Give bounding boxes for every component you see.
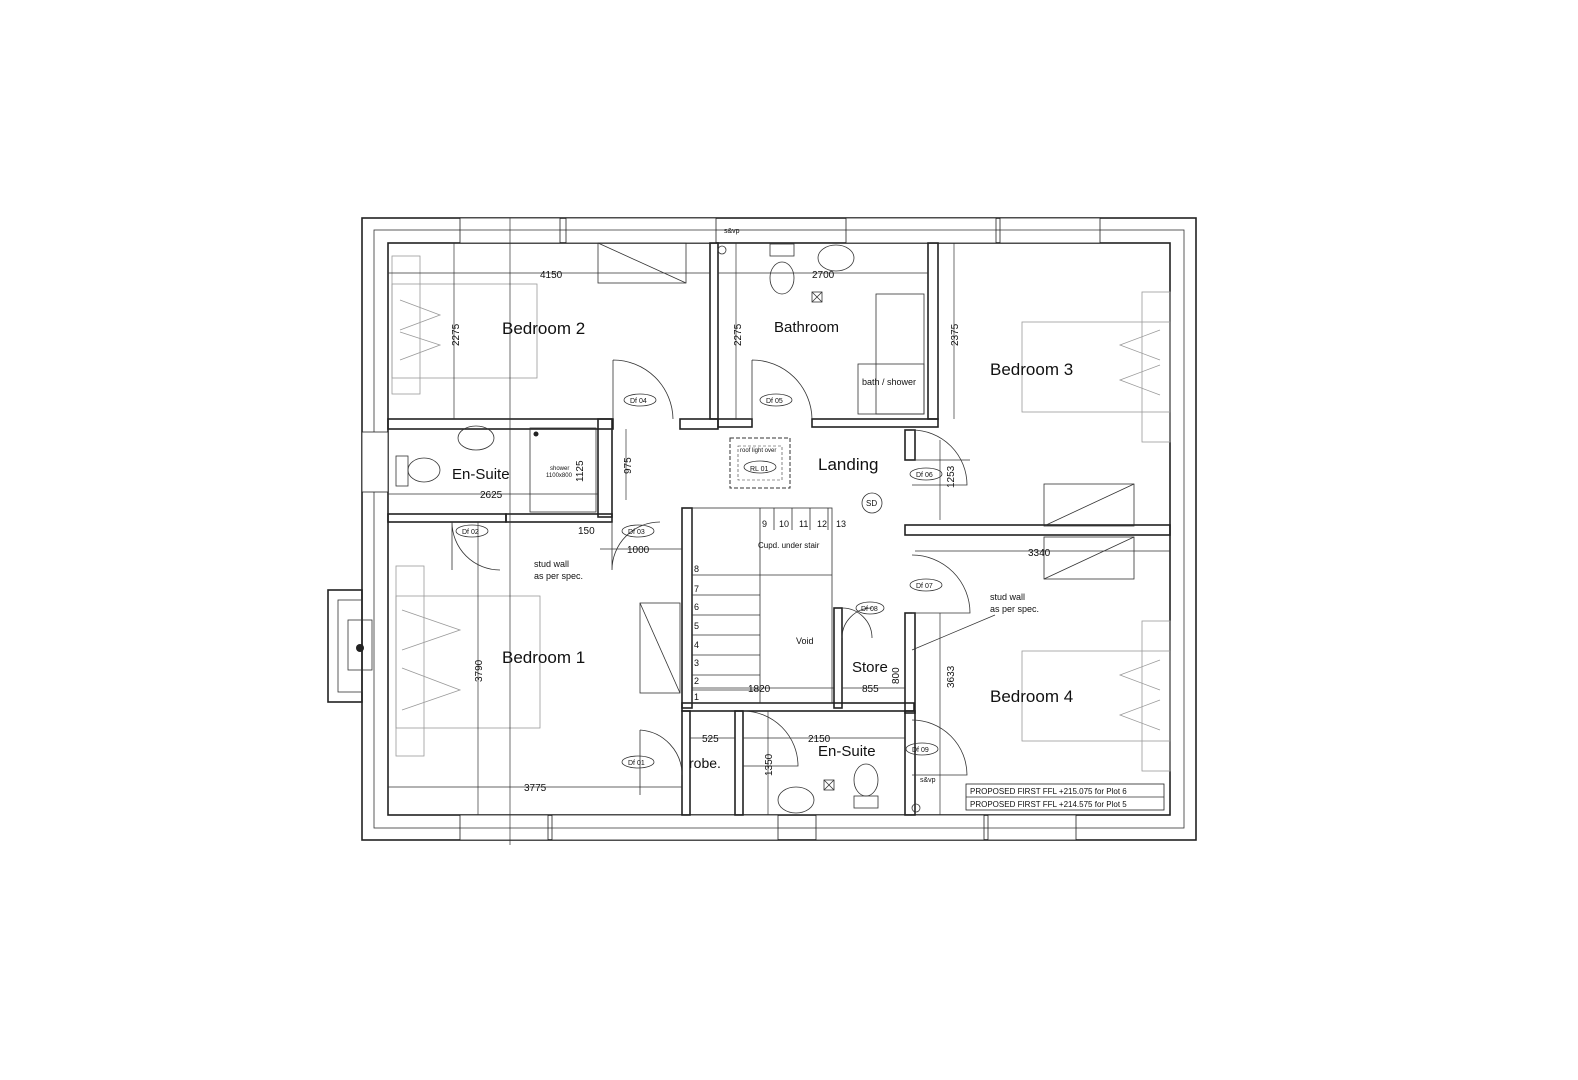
dim-2275-a: 2275 bbox=[451, 323, 462, 346]
door-tag-df07: Df 07 bbox=[916, 583, 933, 590]
ffl-note-plot-6: PROPOSED FIRST FFL +215.075 for Plot 6 bbox=[970, 787, 1127, 796]
stair-step-4: 4 bbox=[694, 640, 699, 650]
dim-2375: 2375 bbox=[950, 323, 961, 346]
dim-975: 975 bbox=[623, 457, 634, 474]
stud-wall-right-label: stud wall bbox=[990, 592, 1025, 602]
room-label-bedroom-4: Bedroom 4 bbox=[990, 687, 1073, 706]
bath-shower-label: bath / shower bbox=[862, 377, 916, 387]
door-swings bbox=[451, 359, 971, 795]
dim-800: 800 bbox=[891, 667, 902, 684]
stair-step-1: 1 bbox=[694, 692, 699, 702]
dim-1253: 1253 bbox=[946, 465, 957, 488]
stair-step-12: 12 bbox=[817, 519, 827, 529]
smoke-detector-label: SD bbox=[866, 499, 877, 508]
room-labels: Bedroom 2 Bathroom Bedroom 3 En-Suite La… bbox=[452, 319, 1073, 771]
stair-step-7: 7 bbox=[694, 584, 699, 594]
dimension-lines bbox=[388, 218, 1170, 845]
void-label: Void bbox=[796, 636, 814, 646]
door-tags: Df 04 Df 05 Df 06 Df 02 Df 03 Df 07 Df 0… bbox=[455, 393, 943, 769]
room-label-bedroom-3: Bedroom 3 bbox=[990, 360, 1073, 379]
room-label-bedroom-1: Bedroom 1 bbox=[502, 648, 585, 667]
door-tag-df08: Df 08 bbox=[861, 606, 878, 613]
rl01-label: RL 01 bbox=[750, 466, 769, 473]
dim-4150: 4150 bbox=[540, 270, 563, 281]
door-tag-df09: Df 09 bbox=[912, 747, 929, 754]
dim-525: 525 bbox=[702, 734, 719, 745]
dim-2700: 2700 bbox=[812, 270, 835, 281]
dim-2275-b: 2275 bbox=[733, 323, 744, 346]
roof-light-label: roof light over bbox=[740, 448, 776, 454]
stair-step-8: 8 bbox=[694, 564, 699, 574]
annotations: s&vp s&vp bath / shower shower 1100x800 … bbox=[534, 228, 1039, 784]
door-tag-df03: Df 03 bbox=[628, 529, 645, 536]
cupd-under-stair-label: Cupd. under stair bbox=[758, 541, 820, 550]
stair-step-9: 9 bbox=[762, 519, 767, 529]
door-tag-df05: Df 05 bbox=[766, 398, 783, 405]
dim-1000: 1000 bbox=[627, 545, 650, 556]
stair-step-2: 2 bbox=[694, 676, 699, 686]
stair-step-10: 10 bbox=[779, 519, 789, 529]
room-label-landing: Landing bbox=[818, 455, 879, 474]
furniture bbox=[391, 243, 1171, 814]
stair-step-5: 5 bbox=[694, 621, 699, 631]
dim-3775: 3775 bbox=[524, 783, 547, 794]
stair-step-6: 6 bbox=[694, 602, 699, 612]
svp-top-label: s&vp bbox=[724, 228, 740, 235]
stud-wall-left-spec: as per spec. bbox=[534, 571, 583, 581]
room-label-ensuite-1: En-Suite bbox=[452, 466, 510, 483]
room-label-robe: robe. bbox=[689, 755, 721, 771]
svp-bottom-label: s&vp bbox=[920, 777, 936, 784]
stair-step-13: 13 bbox=[836, 519, 846, 529]
dim-3790: 3790 bbox=[474, 659, 485, 682]
stud-wall-left-label: stud wall bbox=[534, 559, 569, 569]
dimension-labels: 4150 2700 2275 2275 2375 2625 1125 975 1… bbox=[451, 270, 1051, 794]
room-label-bedroom-2: Bedroom 2 bbox=[502, 319, 585, 338]
door-tag-df04: Df 04 bbox=[630, 398, 647, 405]
dim-1350: 1350 bbox=[764, 753, 775, 776]
outer-walls bbox=[327, 217, 1197, 841]
door-tag-df02: Df 02 bbox=[462, 529, 479, 536]
door-tag-df06: Df 06 bbox=[916, 472, 933, 479]
stair-step-3: 3 bbox=[694, 658, 699, 668]
stair-numbers: 8 7 6 5 4 3 2 1 9 10 11 12 13 bbox=[694, 519, 846, 702]
room-label-bathroom: Bathroom bbox=[774, 319, 839, 336]
dim-3340: 3340 bbox=[1028, 548, 1051, 559]
dim-3633: 3633 bbox=[946, 665, 957, 688]
dim-2625: 2625 bbox=[480, 490, 503, 501]
dim-1125: 1125 bbox=[575, 460, 586, 482]
stairs bbox=[691, 507, 833, 704]
stud-wall-right-spec: as per spec. bbox=[990, 604, 1039, 614]
ffl-note-plot-5: PROPOSED FIRST FFL +214.575 for Plot 5 bbox=[970, 800, 1127, 809]
room-label-store: Store bbox=[852, 659, 888, 676]
dim-150: 150 bbox=[578, 526, 595, 537]
dim-1820: 1820 bbox=[748, 684, 771, 695]
shower-size-label: 1100x800 bbox=[546, 473, 573, 479]
interior-walls bbox=[387, 242, 1171, 816]
ffl-notes: PROPOSED FIRST FFL +215.075 for Plot 6 P… bbox=[965, 783, 1165, 811]
door-tag-df01: Df 01 bbox=[628, 760, 645, 767]
room-label-ensuite-2: En-Suite bbox=[818, 743, 876, 760]
dim-855: 855 bbox=[862, 684, 879, 695]
stair-step-11: 11 bbox=[799, 519, 808, 529]
shower-label: shower bbox=[550, 466, 569, 472]
dim-2150: 2150 bbox=[808, 734, 831, 745]
